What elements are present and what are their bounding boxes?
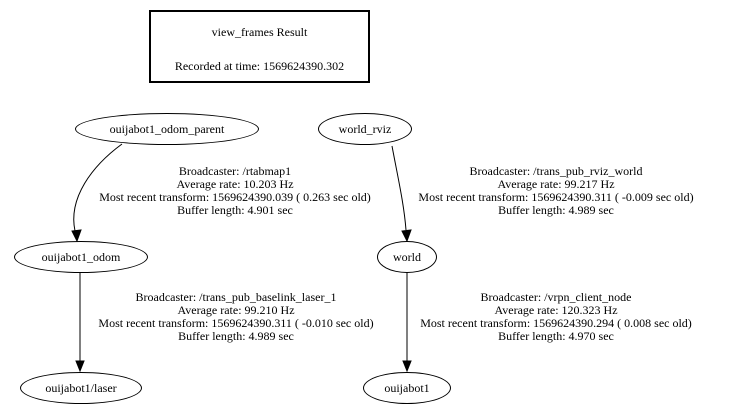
- edge-label-worldrviz-to-world: Broadcaster: /trans_pub_rviz_world Avera…: [396, 165, 716, 217]
- edge-parent-to-odom: [73, 143, 123, 232]
- edge-broadcaster: Broadcaster: /trans_pub_rviz_world: [469, 164, 643, 178]
- edge-most-recent-transform: Most recent transform: 1569624390.039 ( …: [99, 190, 371, 204]
- edge-broadcaster: Broadcaster: /rtabmap1: [178, 164, 292, 178]
- edge-buffer-length: Buffer length: 4.989 sec: [178, 329, 294, 343]
- edge-worldrviz-to-world: [391, 145, 407, 231]
- node-world-rviz: world_rviz: [318, 113, 412, 145]
- node-ouijabot1-odom-parent: ouijabot1_odom_parent: [75, 113, 259, 145]
- edge-broadcaster: Broadcaster: /vrpn_client_node: [480, 290, 632, 304]
- edge-buffer-length: Buffer length: 4.970 sec: [498, 329, 614, 343]
- arrowhead-parent-to-odom: [71, 229, 82, 243]
- edge-buffer-length: Buffer length: 4.901 sec: [177, 203, 293, 217]
- result-box-title: view_frames Result: [211, 25, 308, 39]
- edge-label-world-to-ouijabot1: Broadcaster: /vrpn_client_node Average r…: [396, 291, 716, 343]
- arrowhead-worldrviz-to-world: [401, 229, 412, 243]
- arrowhead-odom-to-laser: [75, 360, 85, 373]
- edge-average-rate: Average rate: 99.217 Hz: [497, 177, 615, 191]
- result-box-recorded-time: Recorded at time: 1569624390.302: [174, 59, 345, 73]
- edge-average-rate: Average rate: 120.323 Hz: [494, 303, 618, 317]
- node-ouijabot1: ouijabot1: [363, 372, 451, 404]
- edge-buffer-length: Buffer length: 4.989 sec: [498, 203, 614, 217]
- edge-average-rate: Average rate: 99.210 Hz: [177, 303, 295, 317]
- node-world: world: [377, 241, 437, 273]
- edge-most-recent-transform: Most recent transform: 1569624390.294 ( …: [420, 316, 692, 330]
- node-ouijabot1-laser: ouijabot1/laser: [20, 372, 142, 404]
- edge-most-recent-transform: Most recent transform: 1569624390.311 ( …: [418, 190, 694, 204]
- edge-label-odom-to-laser: Broadcaster: /trans_pub_baselink_laser_1…: [61, 291, 411, 343]
- arrowhead-world-to-ouijabot1: [402, 360, 412, 373]
- edge-average-rate: Average rate: 10.203 Hz: [176, 177, 294, 191]
- result-box: view_frames Result Recorded at time: 156…: [149, 10, 370, 83]
- edge-most-recent-transform: Most recent transform: 1569624390.311 ( …: [98, 316, 374, 330]
- edge-label-parent-to-odom: Broadcaster: /rtabmap1 Average rate: 10.…: [60, 165, 410, 217]
- edge-broadcaster: Broadcaster: /trans_pub_baselink_laser_1: [135, 290, 337, 304]
- node-ouijabot1-odom: ouijabot1_odom: [14, 241, 148, 273]
